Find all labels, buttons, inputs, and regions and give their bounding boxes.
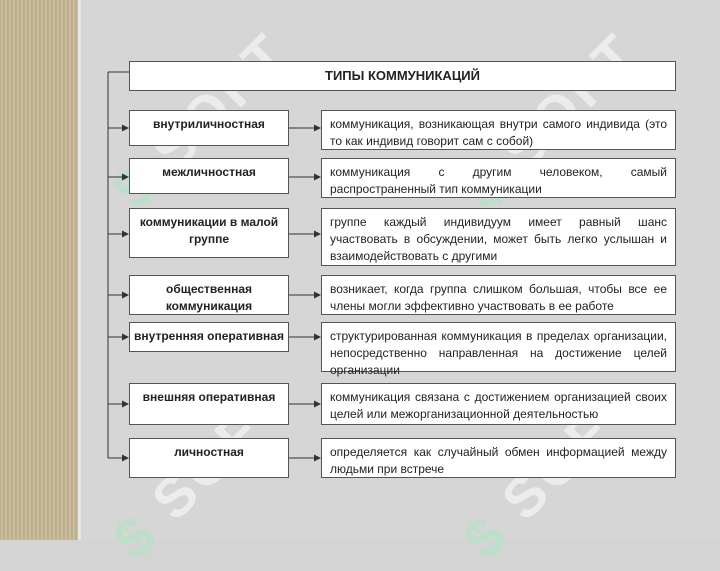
type-box-public: общественная коммуникация — [129, 275, 289, 315]
connector-lines — [107, 71, 321, 462]
desc-box-public: возникает, когда группа слишком большая,… — [321, 275, 676, 315]
desc-box-personal: определяется как случайный обмен информа… — [321, 438, 676, 478]
desc-box-external-operational: коммуникация связана с достижением орган… — [321, 383, 676, 425]
desc-box-intrapersonal: коммуникация, возникающая внутри самого … — [321, 110, 676, 150]
desc-box-interpersonal: коммуникация с другим человеком, самый р… — [321, 158, 676, 198]
type-box-external-operational: внешняя оперативная — [129, 383, 289, 425]
stripe-edge — [78, 0, 81, 540]
type-box-personal: личностная — [129, 438, 289, 478]
desc-box-internal-operational: структурированная коммуникация в предела… — [321, 322, 676, 377]
type-box-internal-operational: внутренняя оперативная — [129, 322, 289, 352]
diagram-title: ТИПЫ КОММУНИКАЦИЙ — [129, 61, 676, 91]
type-box-small-group: коммуникации в малой группе — [129, 208, 289, 258]
desc-box-small-group: группе каждый индивидуум имеет равный ша… — [321, 208, 676, 266]
decorative-stripe — [0, 0, 78, 540]
type-box-interpersonal: межличностная — [129, 158, 289, 194]
type-box-intrapersonal: внутриличностная — [129, 110, 289, 146]
